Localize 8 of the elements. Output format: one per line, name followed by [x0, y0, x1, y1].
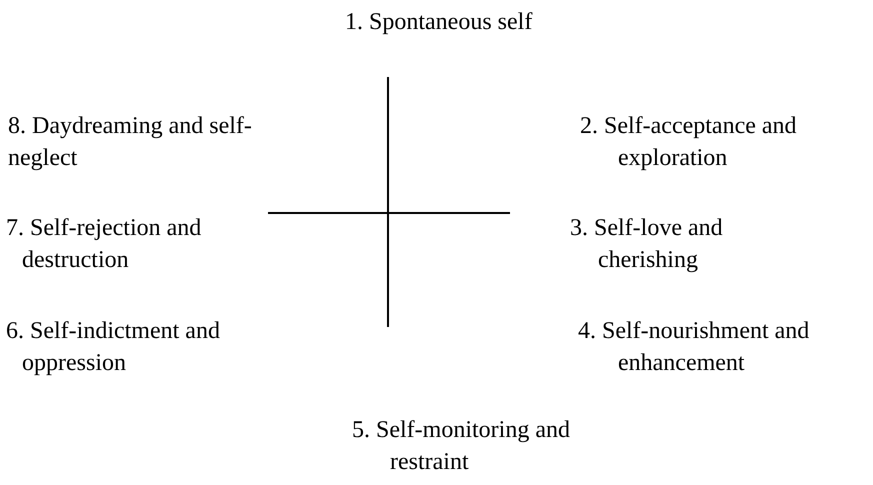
stage-label: 5. Self-monitoring and restraint	[352, 416, 571, 477]
stage-label: 2. Self-acceptance and exploration	[580, 112, 798, 173]
stage-label: 1. Spontaneous self	[345, 8, 534, 37]
stage-label: 3. Self-love and cherishing	[570, 214, 724, 275]
stage-label: 8. Daydreaming and self-neglect	[8, 112, 253, 173]
stage-label: 7. Self-rejection and destruction	[6, 214, 202, 275]
stage-label: 4. Self-nourishment and enhancement	[578, 317, 810, 378]
stage-label: 6. Self-indictment and oppression	[6, 317, 221, 378]
